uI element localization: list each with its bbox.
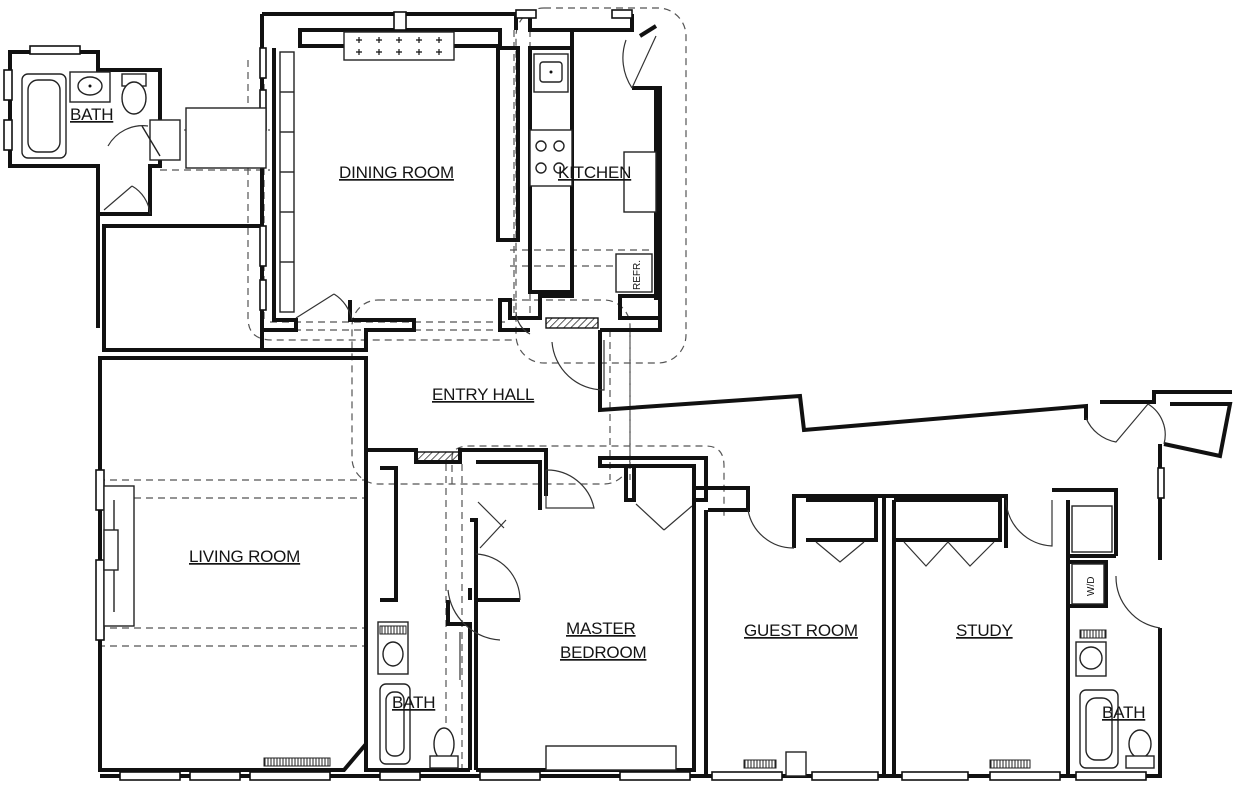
bath-top-left-label: BATH — [70, 105, 113, 124]
walls — [8, 12, 1233, 778]
door-swings — [103, 35, 1166, 680]
living-room-label: LIVING ROOM — [189, 547, 300, 566]
dining-room-label: DINING ROOM — [339, 163, 454, 182]
master-bedroom-label-line1: MASTER — [566, 619, 636, 638]
study-label: STUDY — [956, 621, 1013, 640]
bath-right-label: BATH — [1102, 703, 1145, 722]
entry-hall-label: ENTRY HALL — [432, 385, 534, 404]
master-bedroom-label-line2: BEDROOM — [560, 643, 646, 662]
guest-room-label: GUEST ROOM — [744, 621, 858, 640]
kitchen-label: KITCHEN — [558, 163, 631, 182]
fixtures — [21, 31, 1155, 777]
windows — [3, 9, 1165, 781]
washer-dryer-label: W/D — [1086, 577, 1097, 596]
bath-center-label: BATH — [392, 693, 435, 712]
refrigerator-label: REFR. — [632, 260, 643, 290]
